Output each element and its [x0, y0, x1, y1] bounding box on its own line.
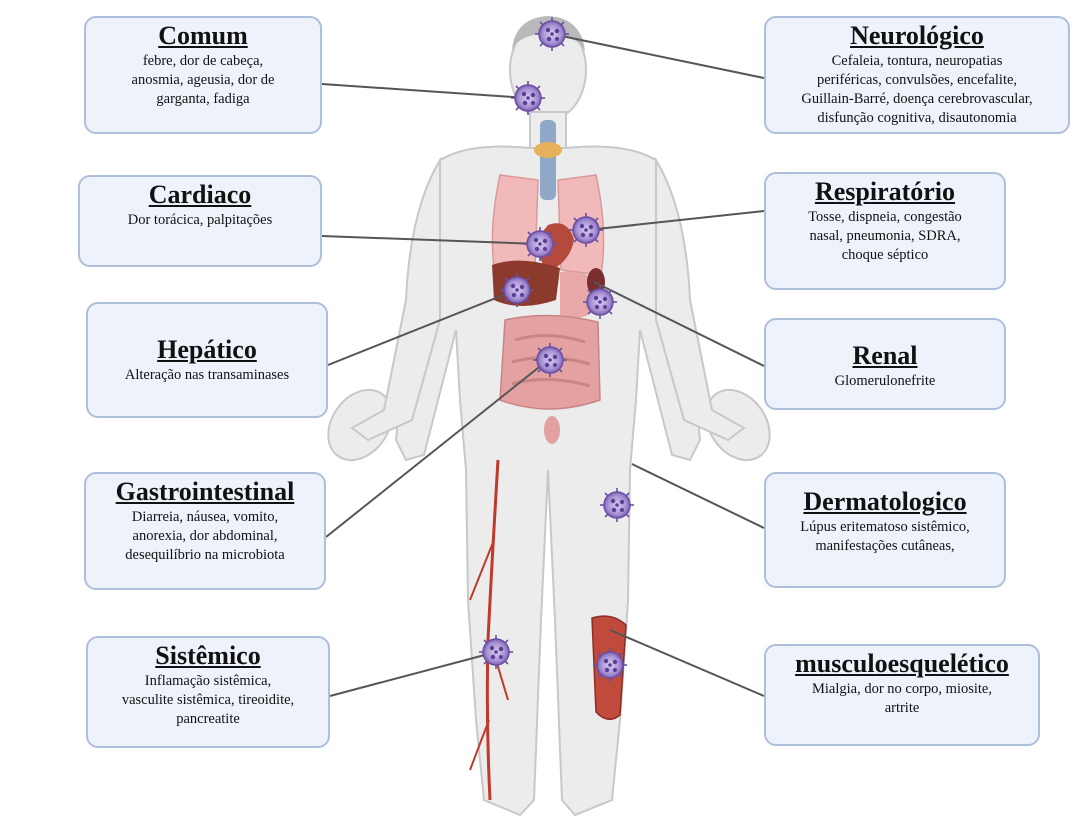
virus-icon [593, 648, 627, 682]
desc-line: disfunção cognitiva, disautonomia [770, 109, 1064, 128]
box-title: Renal [766, 342, 1004, 370]
desc-line: manifestações cutâneas, [770, 537, 1000, 556]
desc-line: Inflamação sistêmica, [92, 672, 324, 691]
box-description: Glomerulonefrite [766, 372, 1004, 391]
box-description: Tosse, dispneia, congestão nasal, pneumo… [766, 208, 1004, 265]
desc-line: Glomerulonefrite [770, 372, 1000, 391]
box-gastrointestinal: Gastrointestinal Diarreia, náusea, vomit… [84, 472, 326, 590]
desc-line: Dor torácica, palpitações [84, 211, 316, 230]
desc-line: anorexia, dor abdominal, [90, 527, 320, 546]
box-sistemico: Sistêmico Inflamação sistêmica, vasculit… [86, 636, 330, 748]
desc-line: vasculite sistêmica, tireoidite, [92, 691, 324, 710]
virus-icon [500, 273, 534, 307]
box-cardiaco: Cardiaco Dor torácica, palpitações [78, 175, 322, 267]
box-title: Hepático [88, 336, 326, 364]
box-title: Gastrointestinal [86, 478, 324, 506]
desc-line: desequilíbrio na microbiota [90, 546, 320, 565]
box-title: Respiratório [766, 178, 1004, 206]
box-musculoesqueletico: musculoesquelético Mialgia, dor no corpo… [764, 644, 1040, 746]
box-description: Cefaleia, tontura, neuropatias periféric… [766, 52, 1068, 128]
box-description: Alteração nas transaminases [88, 366, 326, 385]
virus-icon [479, 635, 513, 669]
virus-icon [583, 285, 617, 319]
box-description: Dor torácica, palpitações [80, 211, 320, 230]
box-title: Cardiaco [80, 181, 320, 209]
box-respiratorio: Respiratório Tosse, dispneia, congestão … [764, 172, 1006, 290]
virus-icon [511, 81, 545, 115]
desc-line: Guillain-Barré, doença cerebrovascular, [770, 90, 1064, 109]
box-renal: Renal Glomerulonefrite [764, 318, 1006, 410]
desc-line: choque séptico [770, 246, 1000, 265]
desc-line: Tosse, dispneia, congestão [770, 208, 1000, 227]
box-description: febre, dor de cabeça, anosmia, ageusia, … [86, 52, 320, 109]
desc-line: garganta, fadiga [90, 90, 316, 109]
desc-line: periféricas, convulsões, encefalite, [770, 71, 1064, 90]
desc-line: nasal, pneumonia, SDRA, [770, 227, 1000, 246]
virus-icon [600, 488, 634, 522]
box-hepatico: Hepático Alteração nas transaminases [86, 302, 328, 418]
box-title: Sistêmico [88, 642, 328, 670]
desc-line: Lúpus eritematoso sistêmico, [770, 518, 1000, 537]
box-title: Neurológico [766, 22, 1068, 50]
desc-line: Cefaleia, tontura, neuropatias [770, 52, 1064, 71]
virus-icon [523, 227, 557, 261]
box-neurologico: Neurológico Cefaleia, tontura, neuropati… [764, 16, 1070, 134]
box-description: Lúpus eritematoso sistêmico, manifestaçõ… [766, 518, 1004, 556]
box-title: musculoesquelético [766, 650, 1038, 678]
desc-line: anosmia, ageusia, dor de [90, 71, 316, 90]
desc-line: febre, dor de cabeça, [90, 52, 316, 71]
box-title: Comum [86, 22, 320, 50]
box-dermatologico: Dermatologico Lúpus eritematoso sistêmic… [764, 472, 1006, 588]
box-description: Inflamação sistêmica, vasculite sistêmic… [88, 672, 328, 729]
desc-line: pancreatite [92, 710, 324, 729]
virus-icon [535, 17, 569, 51]
box-comum: Comum febre, dor de cabeça, anosmia, age… [84, 16, 322, 134]
desc-line: Alteração nas transaminases [92, 366, 322, 385]
box-description: Mialgia, dor no corpo, miosite, artrite [766, 680, 1038, 718]
desc-line: Mialgia, dor no corpo, miosite, [770, 680, 1034, 699]
box-description: Diarreia, náusea, vomito, anorexia, dor … [86, 508, 324, 565]
box-title: Dermatologico [766, 488, 1004, 516]
virus-icon [569, 213, 603, 247]
virus-icon [533, 343, 567, 377]
desc-line: artrite [770, 699, 1034, 718]
desc-line: Diarreia, náusea, vomito, [90, 508, 320, 527]
